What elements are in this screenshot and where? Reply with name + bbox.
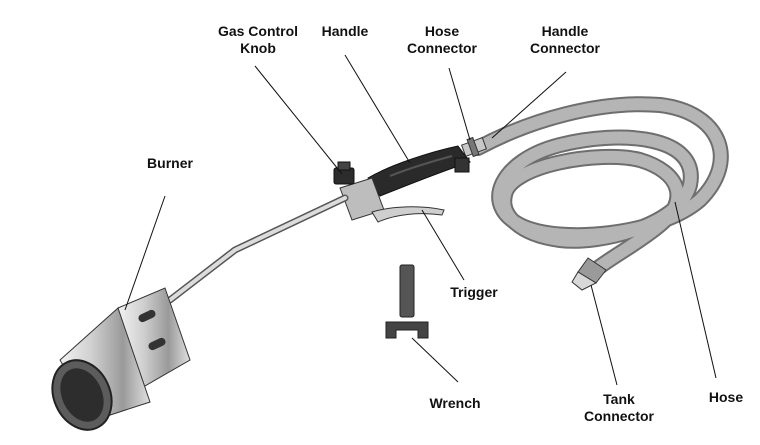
label-wrench: Wrench <box>421 395 489 412</box>
handle-grip <box>367 145 471 197</box>
leader-hose <box>674 201 717 379</box>
leader-tank-connector <box>590 284 618 386</box>
label-gas-control-knob-line1: Gas Control <box>217 23 299 39</box>
lance-tube <box>166 194 349 304</box>
leader-lines <box>124 54 717 386</box>
leader-handle-connector <box>491 71 567 139</box>
leader-trigger <box>421 209 465 281</box>
wrench <box>385 264 429 339</box>
label-wrench-text: Wrench <box>429 395 481 411</box>
tank-connector <box>571 257 607 291</box>
label-tank-connector-line2: Connector <box>584 408 654 424</box>
label-hose-connector-line2: Connector <box>407 40 477 56</box>
connector-fittings <box>460 136 488 158</box>
label-gas-control-knob: Gas Control Knob <box>206 23 310 57</box>
leader-gas-control-knob <box>254 65 343 175</box>
burner <box>51 287 191 431</box>
label-tank-connector: Tank Connector <box>578 391 660 425</box>
valve-body <box>333 161 385 221</box>
trigger <box>371 206 445 223</box>
leader-burner <box>124 195 166 311</box>
label-burner-text: Burner <box>147 155 193 171</box>
label-handle-text: Handle <box>321 23 369 39</box>
label-trigger: Trigger <box>440 284 508 301</box>
label-handle-connector-line1: Handle <box>541 23 589 39</box>
label-tank-connector-line1: Tank <box>603 391 635 407</box>
hose <box>470 96 729 276</box>
label-handle-connector: Handle Connector <box>524 23 606 57</box>
label-hose-text: Hose <box>708 389 744 405</box>
label-gas-control-knob-line2: Knob <box>240 40 276 56</box>
label-handle: Handle <box>316 23 374 40</box>
label-burner: Burner <box>140 155 200 172</box>
label-hose-connector: Hose Connector <box>401 23 483 57</box>
label-trigger-text: Trigger <box>450 284 498 300</box>
label-handle-connector-line2: Connector <box>530 40 600 56</box>
leader-handle <box>344 54 411 164</box>
label-hose: Hose <box>701 389 751 406</box>
leader-hose-connector <box>448 67 471 141</box>
leader-wrench <box>411 337 459 383</box>
label-hose-connector-line1: Hose <box>424 23 460 39</box>
